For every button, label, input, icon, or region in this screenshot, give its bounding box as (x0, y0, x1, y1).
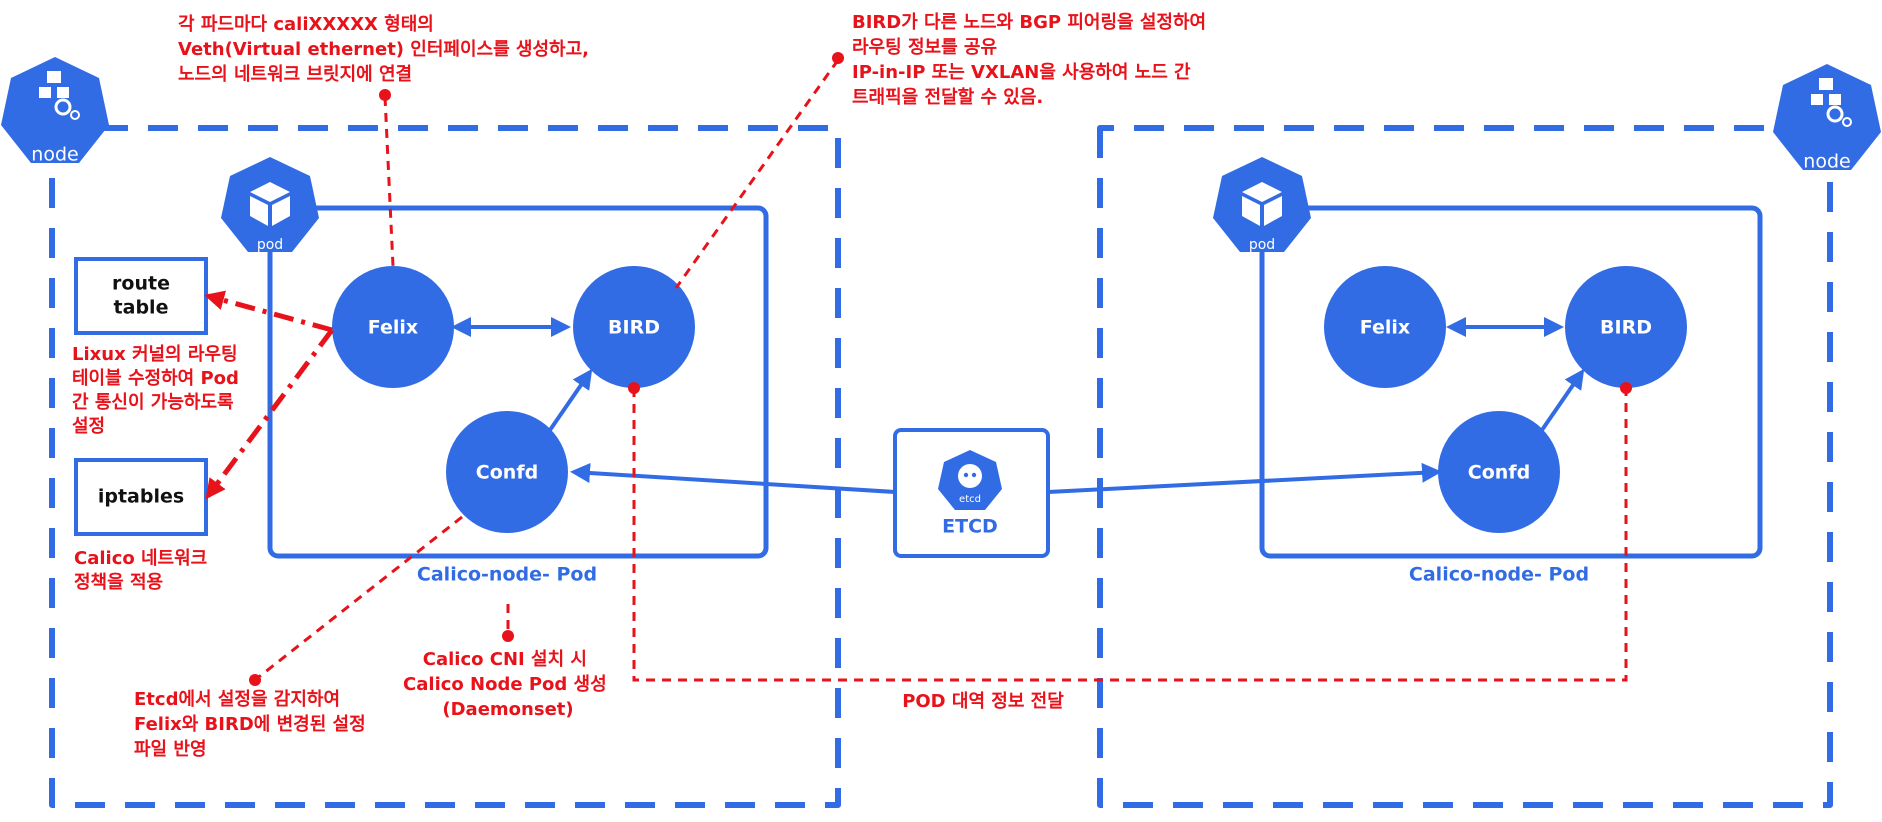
confd-circle-left (446, 411, 568, 533)
felix-circle-right (1324, 266, 1446, 388)
pod-label-left: pod (257, 237, 283, 253)
calico-node-pod-caption-right: Calico-node- Pod (1409, 564, 1589, 586)
cube-icon (1242, 182, 1282, 226)
felix-label-right: Felix (1360, 317, 1410, 339)
confd-circle-right (1438, 411, 1560, 533)
bgp-note: BIRD가 다른 노드와 BGP 피어링을 설정하여 라우팅 정보를 공유 IP… (852, 12, 1212, 108)
pod-cidr-connector (632, 388, 1628, 682)
gear-icon (54, 98, 72, 116)
veth-note: 각 파드마다 caliXXXXX 형태의 Veth(Virtual ethern… (178, 14, 595, 85)
node-boundary-left (49, 125, 841, 808)
confd-note-connector (254, 515, 463, 682)
etcd-icon: etcd (938, 450, 1002, 510)
calico-node-pod-caption-left: Calico-node- Pod (417, 564, 597, 586)
etcd-icon-label: etcd (959, 494, 981, 505)
etcd-to-confd-right (1047, 462, 1442, 494)
annotation-dots (249, 52, 1632, 686)
bird-label-right: BIRD (1600, 317, 1652, 339)
felix-label-left: Felix (368, 317, 418, 339)
bird-circle-right (1565, 266, 1687, 388)
bgp-connector (674, 59, 840, 289)
felix-iptables-connector (205, 328, 335, 500)
bird-label-left: BIRD (608, 317, 660, 339)
cube-cluster-icon (1811, 78, 1852, 127)
pod-icon-left: pod (221, 157, 319, 253)
felix-circle-left (332, 266, 454, 388)
bird-circle-left (573, 266, 695, 388)
confd-bird-arrow-left (548, 368, 593, 432)
node-label-left: node (31, 144, 78, 166)
pod-icon-right: pod (1213, 157, 1311, 253)
veth-connector (383, 96, 395, 267)
node-icon-right: node (1773, 64, 1881, 173)
iptables-note: Calico 네트워크 정책을 적용 (74, 547, 214, 593)
node-icon-left: node (1, 57, 109, 166)
cube-icon (250, 182, 290, 226)
route-table-label-line2: table (114, 297, 169, 319)
gear-icon (1826, 105, 1844, 123)
route-table-box (74, 257, 208, 335)
cube-cluster-icon (39, 71, 80, 120)
calico-node-pod-box-left (267, 205, 769, 559)
etcd-to-confd-left (570, 463, 896, 494)
confd-note: Etcd에서 설정을 감지하여 Felix와 BIRD에 변경된 설정 파일 반… (134, 689, 372, 760)
confd-label-right: Confd (1468, 462, 1530, 484)
route-note: Lixux 커널의 라우팅 테이블 수정하여 Pod 간 통신이 가능하도록 설… (72, 344, 245, 437)
daemonset-note: Calico CNI 설치 시 Calico Node Pod 생성 (Daem… (403, 649, 613, 720)
calico-node-pod-box-right (1259, 205, 1763, 559)
node-boundary-right (1097, 125, 1833, 808)
etcd-label: ETCD (942, 516, 998, 538)
node-label-right: node (1803, 151, 1850, 173)
pod-label-right: pod (1249, 237, 1275, 253)
iptables-label: iptables (98, 486, 184, 508)
confd-label-left: Confd (476, 462, 538, 484)
pod-cidr-note: POD 대역 정보 전달 (902, 691, 1064, 712)
confd-bird-arrow-right (1540, 368, 1585, 432)
route-table-label-line1: route (112, 273, 170, 295)
annotation-connectors (204, 59, 1628, 682)
